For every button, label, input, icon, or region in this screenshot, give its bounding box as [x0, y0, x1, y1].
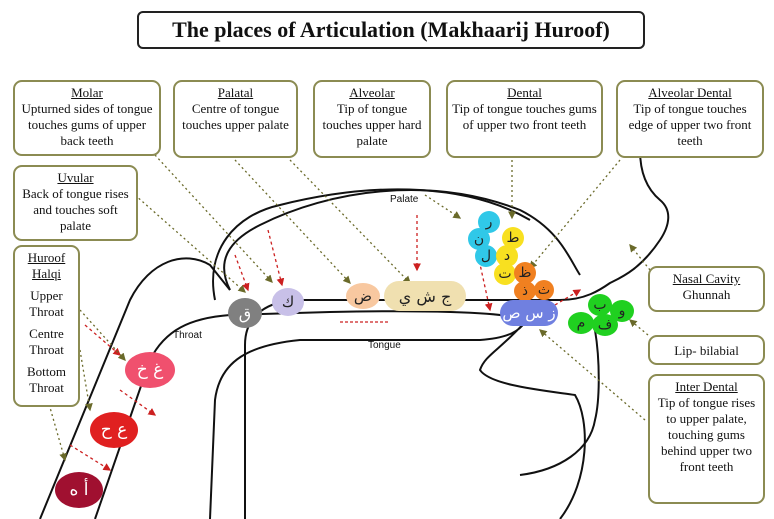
- zaa-letter: ظ: [514, 262, 536, 284]
- halqi-centre: Centre Throat: [29, 326, 64, 357]
- dal-letter: د: [496, 245, 518, 267]
- inner-palate: [212, 188, 531, 301]
- dental-box: Dental Tip of tongue touches gums of upp…: [446, 80, 603, 158]
- upper-throat-letters: غ خ: [125, 352, 175, 388]
- alveolar-box: Alveolar Tip of tongue touches upper har…: [313, 80, 431, 158]
- inter-dental-box: Inter Dental Tip of tongue rises to uppe…: [648, 374, 765, 504]
- molar-box: Molar Upturned sides of tongue touches g…: [13, 80, 161, 156]
- nasal-text: Ghunnah: [682, 287, 731, 302]
- dental-text: Tip of tongue touches gums of upper two …: [452, 101, 597, 132]
- pointer-alveolar-dental: [529, 159, 621, 269]
- nasal-box: Nasal Cavity Ghunnah: [648, 266, 765, 312]
- throat-outer: [39, 257, 231, 519]
- pointer-halqi-bottom: [44, 389, 67, 462]
- nasal-heading: Nasal Cavity: [672, 271, 741, 286]
- alveolar-dental-heading: Alveolar Dental: [648, 85, 732, 100]
- palatal-text: Centre of tongue touches upper palate: [182, 101, 289, 132]
- inter-dental-text: Tip of tongue rises to upper palate, tou…: [657, 395, 756, 474]
- bottom-throat-letters: أ ه: [55, 472, 103, 508]
- ta-letter: ط: [502, 227, 524, 249]
- faa-letter: ف: [592, 314, 618, 336]
- thaa-letter: ث: [534, 280, 554, 300]
- page-title: The places of Articulation (Makhaarij Hu…: [137, 11, 645, 49]
- uvular-text: Back of tongue rises and touches soft pa…: [22, 186, 129, 233]
- uvular-heading: Uvular: [57, 170, 94, 185]
- lip-box: Lip- bilabial: [648, 335, 765, 365]
- baa-letter: ب: [588, 294, 612, 316]
- meem-letter: م: [568, 312, 594, 334]
- palatal-box: Palatal Centre of tongue touches upper p…: [173, 80, 298, 158]
- halqi-bottom: Bottom Throat: [26, 364, 66, 395]
- pointer-nasal: [629, 243, 651, 271]
- waw-letter: و: [610, 300, 634, 322]
- inter-dental-heading: Inter Dental: [675, 379, 738, 394]
- pointer-halqi-centre: [79, 349, 93, 412]
- pointer-lip: [629, 319, 649, 336]
- tongue-outline: [209, 321, 586, 519]
- thaal-thaa-letters: ذ: [514, 281, 536, 301]
- uvular-box: Uvular Back of tongue rises and touches …: [13, 165, 138, 241]
- molar-letter: ك: [272, 288, 304, 316]
- dental-r-letter: ر: [478, 211, 500, 233]
- alveolar-heading: Alveolar: [349, 85, 395, 100]
- huroof-halqi-box: Huroof Halqi Upper Throat Centre Throat …: [13, 245, 80, 407]
- alveolar-text: Tip of tongue touches upper hard palate: [322, 101, 422, 148]
- lower-jaw: [519, 329, 600, 476]
- alveolar-side-letter: ض: [346, 283, 380, 309]
- dental-heading: Dental: [507, 85, 542, 100]
- arrow-bottom-throat: [69, 444, 112, 471]
- lip-text: Lip- bilabial: [674, 343, 739, 358]
- uvular-letter: ق: [228, 298, 262, 328]
- centre-throat-letters: ع ح: [90, 412, 138, 448]
- arrow-interdental: [554, 289, 582, 306]
- arrow-centre-throat: [119, 389, 157, 416]
- alveolar-dental-box: Alveolar Dental Tip of tongue touches ed…: [616, 80, 764, 158]
- pointer-alveolar: [289, 159, 411, 284]
- dental-l-letter: ل: [475, 245, 497, 267]
- pointer-palatal: [234, 159, 351, 284]
- halqi-upper: Upper Throat: [29, 288, 64, 319]
- palate-label: Palate: [390, 194, 419, 205]
- throat-inner: [94, 310, 516, 519]
- molar-text: Upturned sides of tongue touches gums of…: [21, 101, 153, 148]
- arrow-upper-throat: [84, 324, 121, 356]
- pointer-dental2: [424, 194, 462, 219]
- arrow-molar: [267, 229, 285, 287]
- arrow-uvular: [234, 254, 250, 292]
- zay-seen-saad-letters: ز س ص: [500, 300, 558, 326]
- halqi-heading: Huroof Halqi: [27, 250, 66, 281]
- palatal-letters: ج ش ي: [384, 281, 466, 311]
- tongue-label: Tongue: [368, 340, 401, 351]
- alveolar-dental-text: Tip of tongue touches edge of upper two …: [628, 101, 752, 148]
- taa-letter: ت: [494, 263, 516, 285]
- pointer-halqi-upper: [79, 309, 126, 361]
- pointer-interdental: [539, 329, 646, 421]
- upper-palate: [223, 189, 581, 291]
- dental-n-letter: ن: [468, 228, 490, 250]
- pointer-uvular: [134, 194, 246, 293]
- palatal-heading: Palatal: [217, 85, 254, 100]
- throat-label: Throat: [173, 330, 202, 341]
- pointer-molar: [154, 154, 273, 283]
- molar-heading: Molar: [71, 85, 103, 100]
